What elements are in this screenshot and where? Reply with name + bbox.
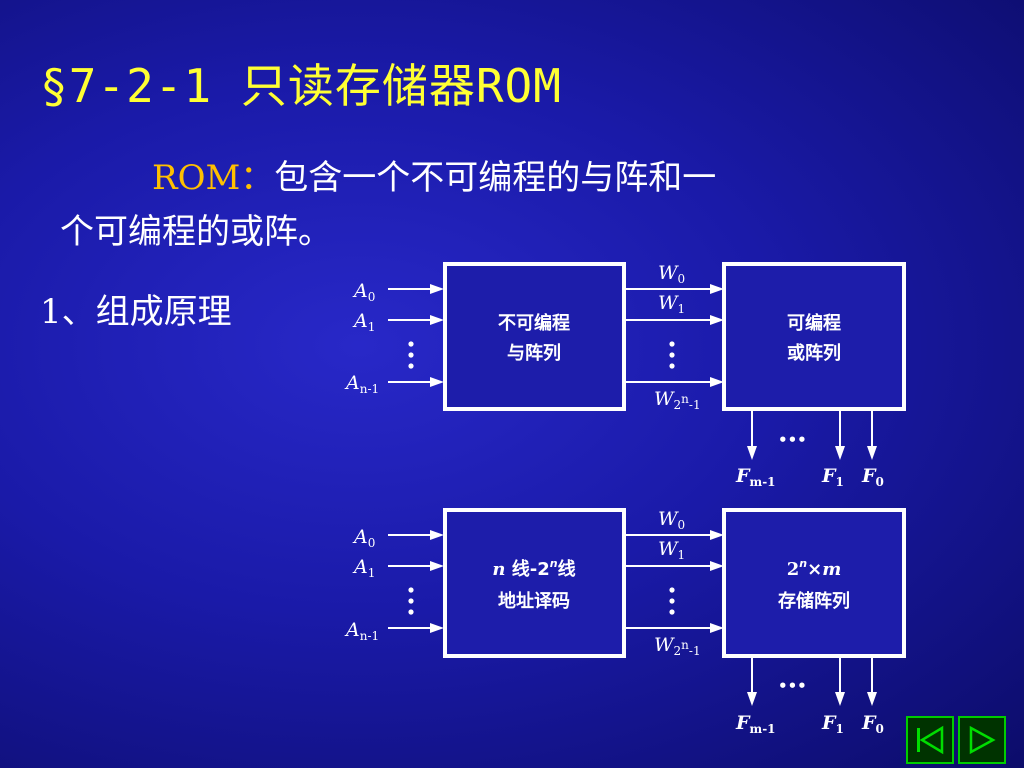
- arrow-icon: [710, 377, 724, 387]
- input-a0-label: A0: [352, 280, 375, 304]
- input-an-label: An-1: [344, 619, 379, 643]
- horizontal-ellipsis-icon: •••: [778, 677, 807, 695]
- vertical-ellipsis-icon: [408, 587, 414, 615]
- arrow-icon: [867, 446, 877, 460]
- next-slide-button[interactable]: [958, 716, 1006, 764]
- and-array-box: [443, 262, 626, 411]
- arrow-icon: [835, 692, 845, 706]
- arrow-icon: [710, 284, 724, 294]
- address-decoder-box: [443, 508, 626, 658]
- vertical-ellipsis-icon: [408, 341, 414, 369]
- arrow-icon: [835, 446, 845, 460]
- intro-label: ROM：: [152, 158, 275, 198]
- word-line-wn-label: W2n-1: [654, 634, 701, 658]
- address-decoder-label-line2: 地址译码: [498, 590, 570, 612]
- diagram-bottom: A0 A1 An-1 n 线-2n线 地址译码 W0 W1 W2n-1: [344, 508, 906, 736]
- arrow-icon: [430, 530, 444, 540]
- skip-previous-icon: [917, 725, 944, 755]
- word-line-wn-label: W2n-1: [654, 388, 701, 412]
- arrow-icon: [747, 446, 757, 460]
- input-a1-label: A1: [352, 310, 375, 334]
- output-f1-label: F1: [821, 465, 844, 489]
- output-f0-label: F0: [861, 465, 884, 489]
- section-heading: 1、组成原理: [40, 292, 232, 332]
- diagram-top: A0 A1 An-1 不可编程 与阵列 W0 W1 W2n-1: [344, 262, 906, 489]
- play-next-icon: [969, 725, 996, 755]
- vertical-ellipsis-icon: [669, 587, 675, 615]
- intro-paragraph-line1: ROM：包含一个不可编程的与阵和一: [152, 150, 716, 199]
- storage-array-label-line1: 2n×m: [787, 557, 842, 580]
- arrow-icon: [747, 692, 757, 706]
- output-fm-label: Fm-1: [735, 465, 776, 489]
- arrow-icon: [710, 623, 724, 633]
- prev-slide-button[interactable]: [906, 716, 954, 764]
- word-line-w0-label: W0: [658, 508, 685, 532]
- arrow-icon: [430, 315, 444, 325]
- arrow-icon: [710, 530, 724, 540]
- output-f1-label: F1: [821, 712, 844, 736]
- storage-array-box: [722, 508, 906, 658]
- horizontal-ellipsis-icon: •••: [778, 431, 807, 449]
- slide-title: §7-2-1 只读存储器ROM: [40, 59, 562, 113]
- arrow-icon: [710, 315, 724, 325]
- arrow-icon: [430, 623, 444, 633]
- and-array-label-line1: 不可编程: [498, 312, 570, 334]
- input-a0-label: A0: [352, 526, 375, 550]
- arrow-icon: [430, 284, 444, 294]
- input-a1-label: A1: [352, 556, 375, 580]
- arrow-icon: [867, 692, 877, 706]
- or-array-label-line2: 或阵列: [787, 342, 841, 364]
- arrow-icon: [430, 561, 444, 571]
- input-an-label: An-1: [344, 372, 379, 396]
- and-array-label-line2: 与阵列: [507, 342, 561, 364]
- or-array-label-line1: 可编程: [787, 312, 841, 334]
- intro-text-line1: 包含一个不可编程的与阵和一: [274, 158, 717, 198]
- arrow-icon: [430, 377, 444, 387]
- word-line-w1-label: W1: [658, 292, 685, 316]
- address-decoder-label-line1: n 线-2n线: [492, 557, 575, 580]
- storage-array-label-line2: 存储阵列: [778, 590, 850, 612]
- output-fm-label: Fm-1: [735, 712, 776, 736]
- arrow-icon: [710, 561, 724, 571]
- intro-text-line2: 个可编程的或阵。: [60, 212, 332, 252]
- vertical-ellipsis-icon: [669, 341, 675, 369]
- word-line-w1-label: W1: [658, 538, 685, 562]
- output-f0-label: F0: [861, 712, 884, 736]
- or-array-box: [722, 262, 906, 411]
- word-line-w0-label: W0: [658, 262, 685, 286]
